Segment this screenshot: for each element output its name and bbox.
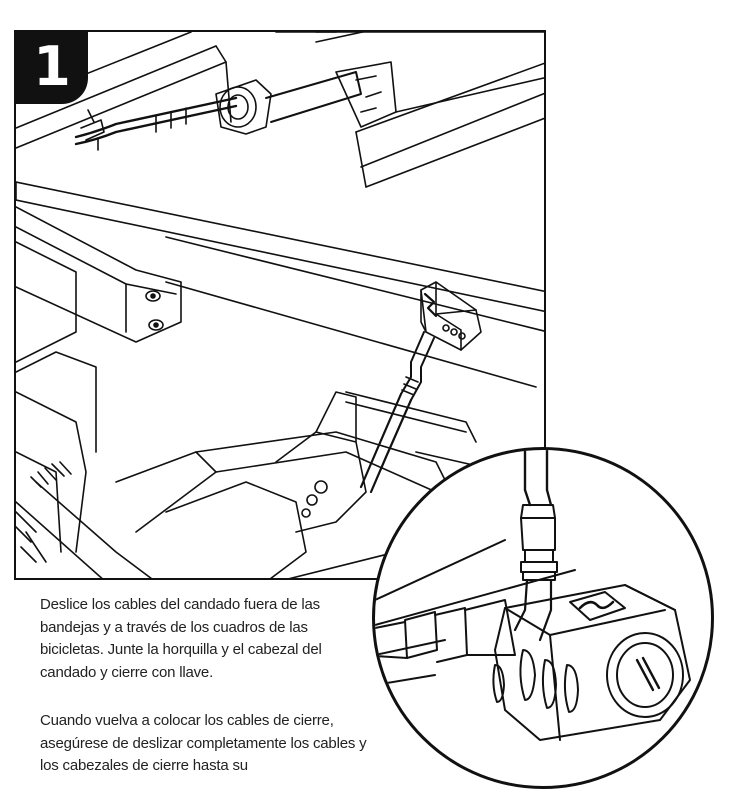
- illustration-frame: 1: [14, 30, 546, 580]
- step-number-badge: 1: [16, 32, 88, 104]
- assembly-illustration: [16, 32, 544, 578]
- lock-head-detail: [375, 450, 691, 741]
- zoom-detail-circle: [372, 447, 714, 789]
- instruction-paragraph-1: Deslice los cables del candado fuera de …: [40, 596, 322, 681]
- instruction-paragraph-2: Cuando vuelva a colocar los cables de ci…: [40, 712, 367, 774]
- instruction-paragraph-2-clip: Cuando vuelva a colocar los cables de ci…: [0, 700, 372, 804]
- step-number: 1: [33, 35, 71, 98]
